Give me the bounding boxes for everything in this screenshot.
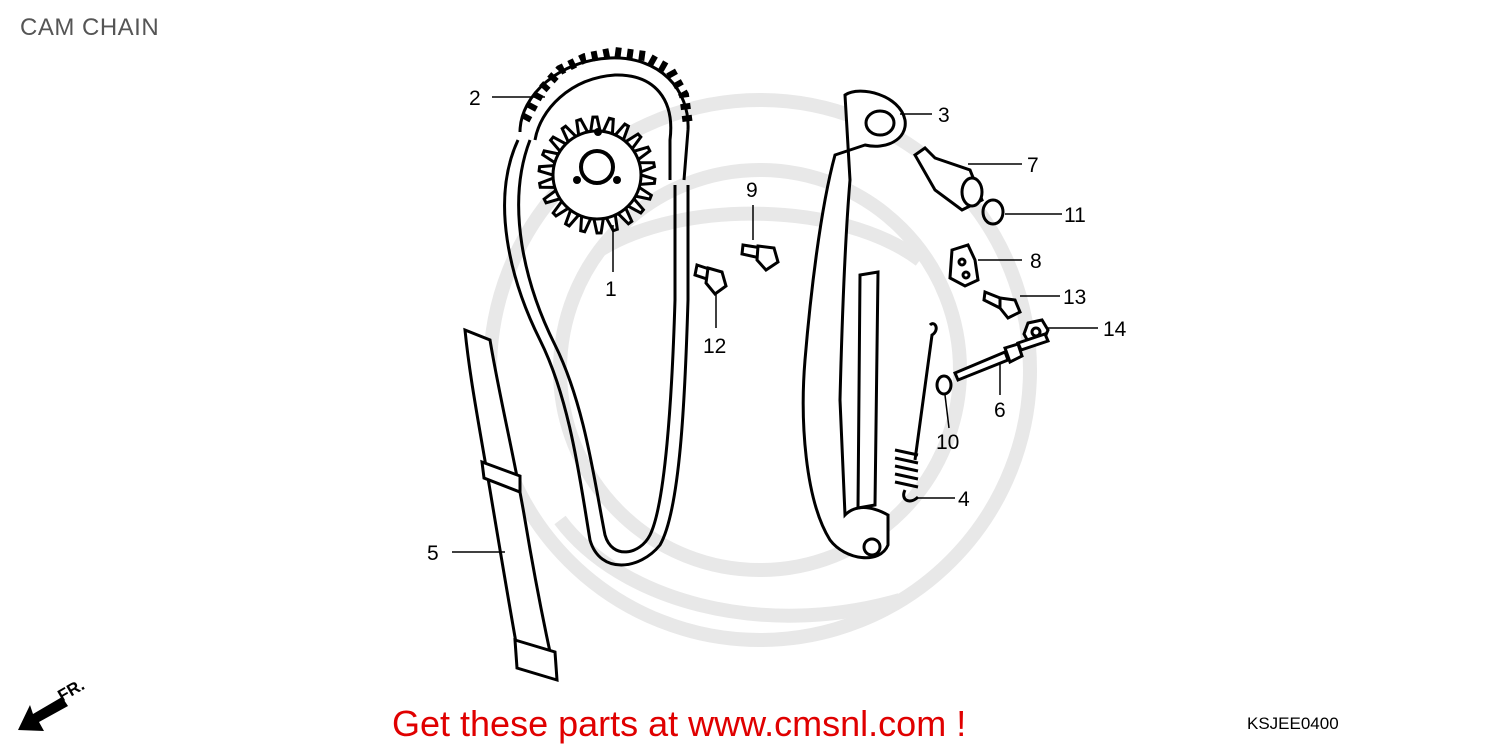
callout-1: 1 xyxy=(605,278,617,301)
callout-4: 4 xyxy=(958,488,970,511)
diagram-code: KSJEE0400 xyxy=(1247,714,1339,733)
tensioner-slipper[interactable] xyxy=(801,89,907,560)
bolt-13[interactable] xyxy=(982,289,1022,320)
stud-bolt[interactable] xyxy=(953,332,1051,382)
callout-12: 12 xyxy=(703,335,726,358)
callout-10: 10 xyxy=(936,431,959,454)
cam-chain[interactable] xyxy=(503,46,693,567)
page-title: CAM CHAIN xyxy=(20,14,160,41)
bolt-12[interactable] xyxy=(693,263,728,297)
promo-banner-link[interactable]: Get these parts at www.cmsnl.com ! xyxy=(392,703,967,744)
callout-8: 8 xyxy=(1030,250,1042,273)
cam-sprocket[interactable] xyxy=(537,115,657,235)
callout-6: 6 xyxy=(994,399,1006,422)
callout-3: 3 xyxy=(938,104,950,127)
o-ring[interactable] xyxy=(981,198,1005,226)
callout-13: 13 xyxy=(1063,286,1086,309)
callout-11: 11 xyxy=(1064,204,1086,227)
stopper-plate[interactable] xyxy=(948,243,980,288)
callout-labels: 1 2 3 4 5 6 7 8 9 10 11 12 13 14 xyxy=(427,87,1127,565)
front-arrow-icon: FR. xyxy=(18,675,88,731)
tensioner-spring[interactable] xyxy=(894,322,938,503)
callout-9: 9 xyxy=(746,179,758,202)
leader-lines xyxy=(452,96,1098,553)
cam-chain-guide[interactable] xyxy=(463,327,559,683)
guide-rod xyxy=(856,270,880,510)
callout-2: 2 xyxy=(469,87,481,110)
callout-7: 7 xyxy=(1027,154,1039,177)
callout-14: 14 xyxy=(1103,318,1127,341)
bolt-9[interactable] xyxy=(740,243,780,272)
callout-5: 5 xyxy=(427,542,439,565)
tensioner-pivot[interactable] xyxy=(913,146,984,212)
washer-10[interactable] xyxy=(935,374,953,396)
